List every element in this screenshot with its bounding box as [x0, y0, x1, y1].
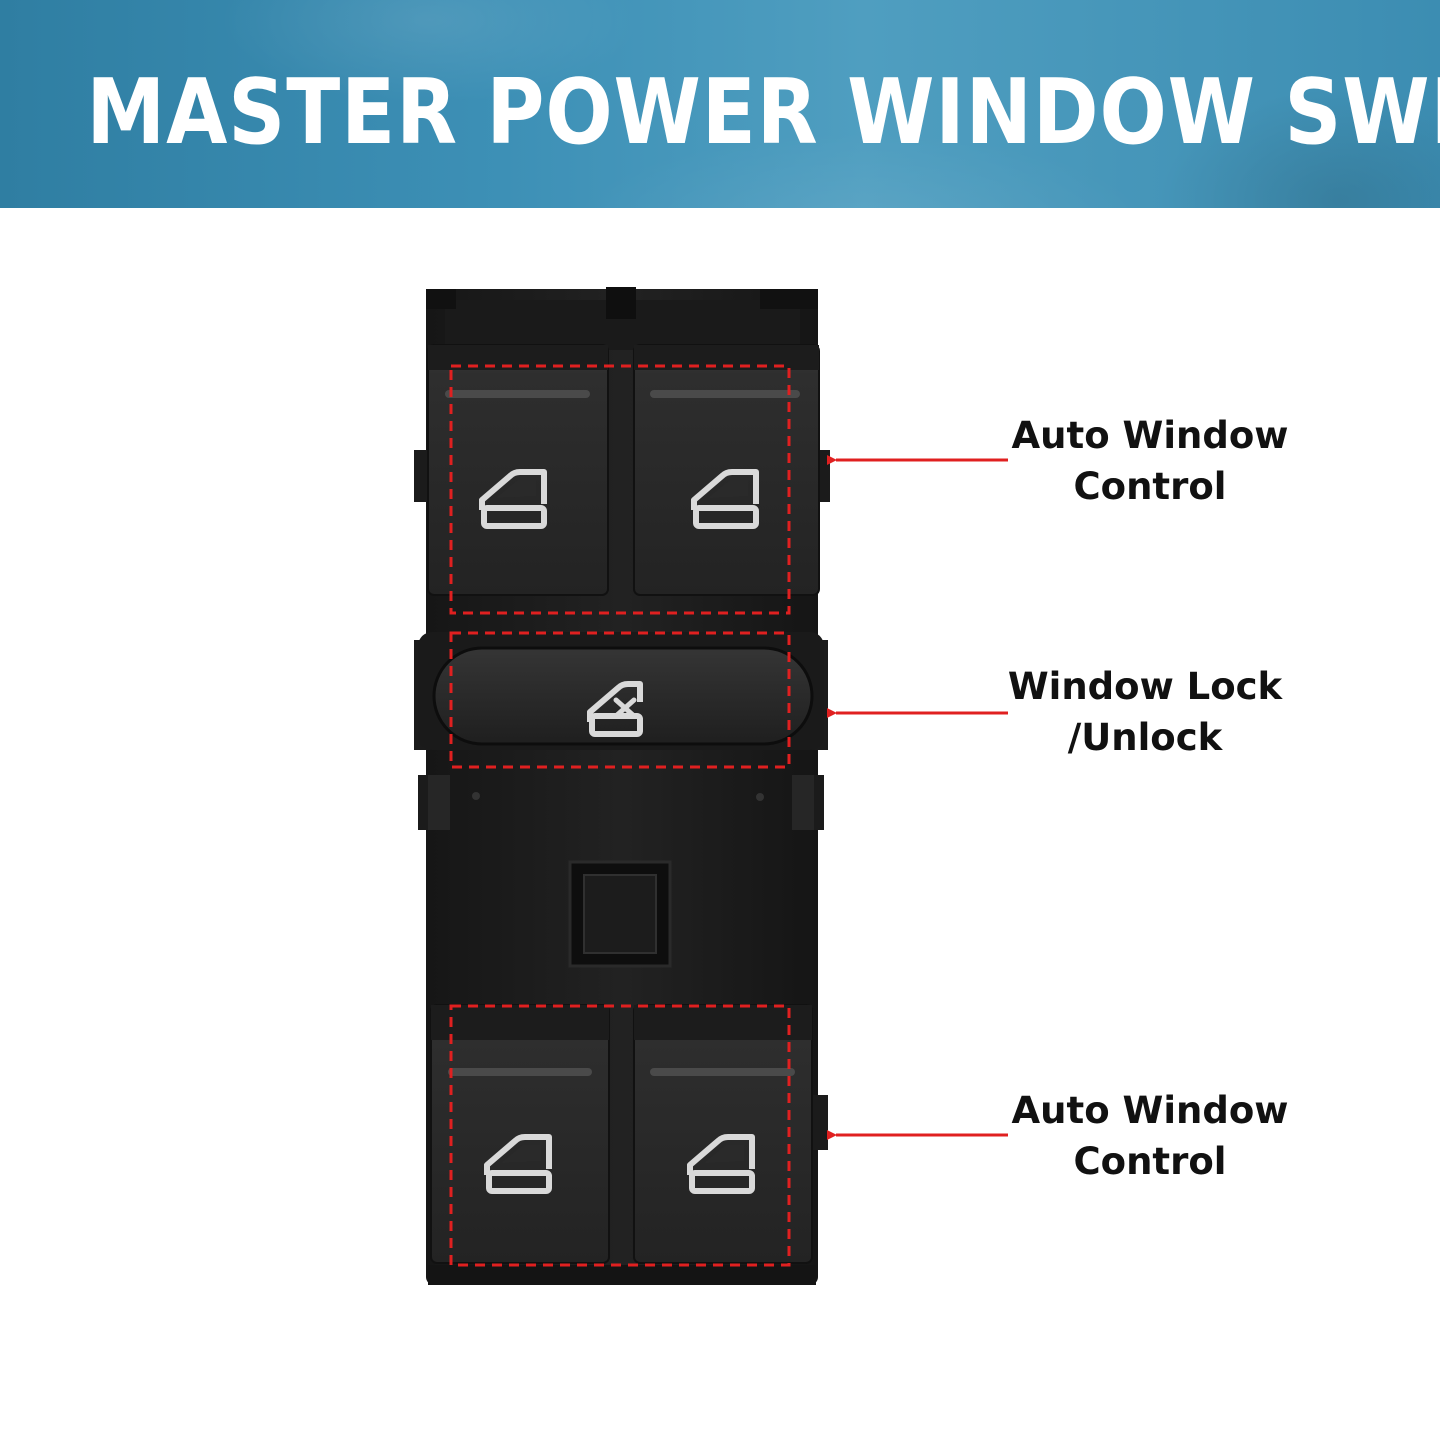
front-left-window-button[interactable]	[427, 344, 609, 596]
rear-left-window-button[interactable]	[430, 1004, 610, 1264]
window-lock-icon	[587, 681, 643, 737]
callout-line: Control	[1073, 465, 1227, 508]
window-icon	[479, 469, 547, 529]
bottom-buttons-highlight	[449, 1004, 791, 1267]
callout-auto-window-control-bottom: Auto Window Control	[1000, 1085, 1300, 1187]
window-icon	[484, 1134, 552, 1194]
callout-line: Auto Window	[1011, 414, 1289, 457]
top-buttons-highlight	[449, 364, 791, 615]
callout-line: Auto Window	[1011, 1089, 1289, 1132]
front-right-window-button[interactable]	[633, 344, 820, 596]
callout-line: Control	[1073, 1140, 1227, 1183]
callout-window-lock-unlock: Window Lock /Unlock	[995, 661, 1295, 763]
window-icon	[691, 469, 759, 529]
window-icon	[687, 1134, 755, 1194]
lock-button-highlight	[449, 631, 791, 769]
callout-line: /Unlock	[1067, 716, 1223, 759]
banner-title: MASTER POWER WINDOW SWITCH	[86, 60, 1440, 165]
callout-auto-window-control-top: Auto Window Control	[1000, 410, 1300, 512]
callout-line: Window Lock	[1007, 665, 1283, 708]
banner-background	[0, 0, 1440, 208]
window-lock-button[interactable]	[418, 632, 824, 750]
title-banner: MASTER POWER WINDOW SWITCH	[0, 0, 1440, 208]
mounting-hole	[568, 860, 672, 968]
rear-right-window-button[interactable]	[633, 1004, 813, 1264]
